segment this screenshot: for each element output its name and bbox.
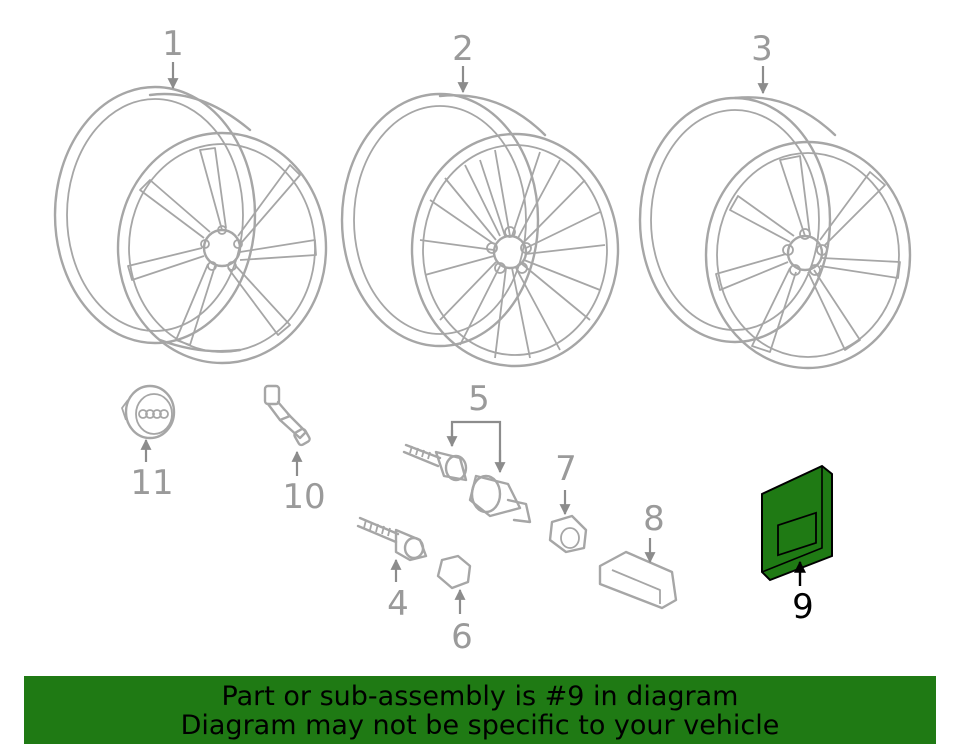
callout-5[interactable]: 5 bbox=[468, 379, 490, 419]
callout-1[interactable]: 1 bbox=[162, 24, 184, 64]
highlighted-part-9 bbox=[761, 464, 833, 582]
lug-bolt-set bbox=[402, 443, 532, 524]
lug-nut bbox=[548, 514, 588, 554]
notice-banner: Part or sub-assembly is #9 in diagram Di… bbox=[24, 676, 936, 744]
callout-3[interactable]: 3 bbox=[751, 29, 773, 69]
wheel-2 bbox=[340, 92, 620, 368]
notice-line-part: Part or sub-assembly is #9 in diagram bbox=[221, 681, 739, 712]
wheel-3 bbox=[638, 96, 912, 370]
callout-6[interactable]: 6 bbox=[451, 617, 473, 657]
callout-2[interactable]: 2 bbox=[452, 29, 474, 69]
callout-4[interactable]: 4 bbox=[387, 584, 409, 624]
notice-line-disclaimer: Diagram may not be specific to your vehi… bbox=[180, 710, 780, 741]
callout-8[interactable]: 8 bbox=[643, 499, 665, 539]
valve-stem bbox=[263, 384, 311, 447]
callout-labels: 1 2 3 4 5 6 7 8 9 10 11 bbox=[130, 24, 813, 657]
leader-lines bbox=[140, 62, 806, 614]
center-cap bbox=[121, 384, 176, 440]
wheel-bolt bbox=[356, 516, 428, 562]
wheel-1 bbox=[53, 85, 328, 365]
callout-11[interactable]: 11 bbox=[130, 463, 173, 503]
callout-7[interactable]: 7 bbox=[555, 449, 577, 489]
bolt-cap bbox=[436, 554, 472, 590]
callout-9[interactable]: 9 bbox=[792, 587, 814, 627]
callout-10[interactable]: 10 bbox=[282, 477, 325, 517]
valve-tool bbox=[598, 550, 678, 610]
